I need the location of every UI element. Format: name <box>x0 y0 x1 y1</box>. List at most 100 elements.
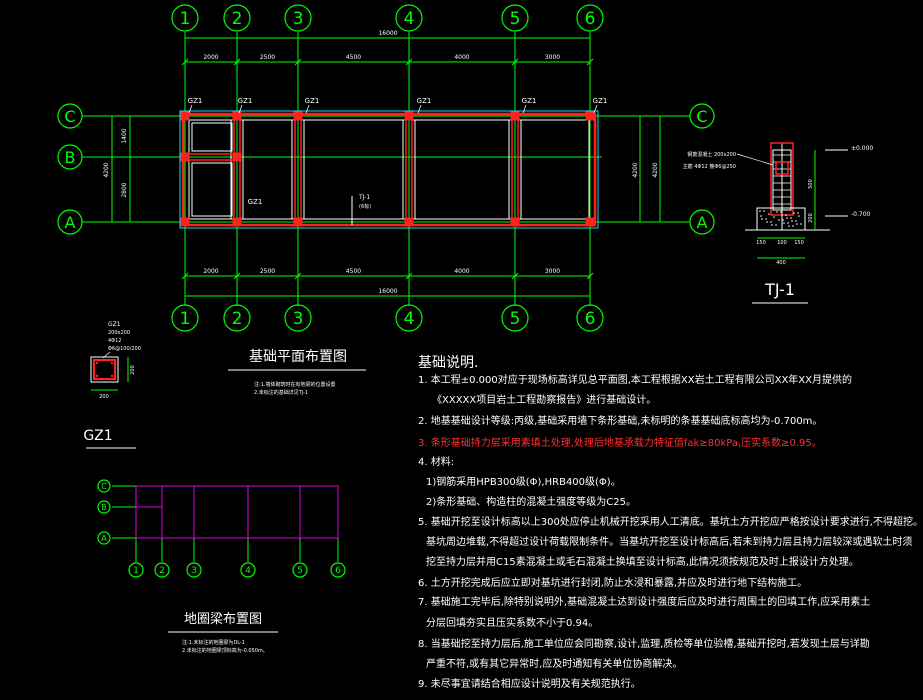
column-marker-1 <box>232 111 242 121</box>
plan-top-axis-4-bubble <box>395 4 423 32</box>
note-line-11: 7. 基础施工完毕后,除特别说明外,基础混凝土达到设计强度后应及时进行周围土的回… <box>418 597 871 608</box>
gb-axis-A-bubble <box>97 531 111 545</box>
column-marker-10 <box>510 217 520 227</box>
top-dim-4: 3000 <box>545 54 560 61</box>
plan-top-axis-1-label: 1 <box>180 9 191 29</box>
tj1-bdim-1: 100 <box>777 240 787 246</box>
column-marker-11 <box>585 217 595 227</box>
gb-title: 地圈梁布置图 <box>184 612 262 627</box>
tj1-leader <box>736 153 774 166</box>
column-marker-8 <box>293 217 303 227</box>
tj1-column-core <box>775 161 789 175</box>
gb-axis-x-1-bubble <box>128 562 144 578</box>
column-marker-9 <box>404 217 414 227</box>
gb-axis-x-5-label: 5 <box>297 566 303 576</box>
room-0 <box>242 119 293 220</box>
plan-top-axis-6-bubble <box>576 4 604 32</box>
tj1-bdim-2: 150 <box>794 240 804 246</box>
column-tag-5: GZ1 <box>593 97 608 105</box>
column-marker-0 <box>180 111 190 121</box>
note-line-12: 分层回填夯实且压实系数不小于0.94。 <box>426 618 599 629</box>
gz1-dim-w: 200 <box>99 394 109 400</box>
plan-left-axis-B-bubble <box>57 144 83 170</box>
tj1-concrete-dot <box>761 218 763 220</box>
note-line-2: 2. 地基基础设计等级:丙级,基础采用墙下条形基础,未标明的条基基础底标高均为-… <box>418 416 823 427</box>
top-dim-2: 4500 <box>346 54 361 61</box>
tj1-concrete-dot <box>775 224 777 226</box>
tj1-concrete-dot <box>760 215 762 217</box>
note-line-7: 5. 基础开挖至设计标高以上300处应停止机械开挖采用人工清底。基坑土方开挖应严… <box>418 517 923 528</box>
tj1-label-1: 钢筋混凝土 200x200 <box>687 151 736 158</box>
plan-left-axis-A-bubble <box>57 209 83 235</box>
gz1-text-3: 4Φ12 <box>108 338 121 344</box>
column-tag-0: GZ1 <box>188 97 203 105</box>
tj1-concrete-dot <box>773 216 775 218</box>
plan-left-axis-C-label: C <box>64 107 75 126</box>
tj1-concrete-dot <box>795 220 797 222</box>
tj1-concrete-dot <box>781 214 783 216</box>
foundation-outline <box>179 110 599 229</box>
plan-bottom-axis-6-bubble <box>576 304 604 332</box>
column-marker-3 <box>404 111 414 121</box>
outer-wall-red <box>181 112 597 227</box>
gz1-rebar-2 <box>95 374 99 378</box>
plan-bottom-axis-4-bubble <box>395 304 423 332</box>
gb-axis-A-label: A <box>101 534 107 543</box>
tj1-width-dim: 400 <box>776 260 786 266</box>
plan-title: 基础平面布置图 <box>249 348 347 365</box>
right-dim-1: 4200 <box>652 162 659 177</box>
bottom-dim-3: 4000 <box>454 268 469 275</box>
top-total-dim: 16000 <box>378 30 397 37</box>
gb-axis-x-6-label: 6 <box>335 566 341 576</box>
gb-axis-x-2-bubble <box>154 562 170 578</box>
tj1-concrete-dot <box>797 212 799 214</box>
gb-axis-C-bubble <box>97 479 111 493</box>
column-tag-1: GZ1 <box>238 97 253 105</box>
top-dim-tick-5 <box>586 58 594 66</box>
note-line-0: 1. 本工程±0.000对应于现场标高详见总平面图,本工程根据XX岩土工程有限公… <box>418 375 853 386</box>
plan-top-axis-2-label: 2 <box>232 9 243 29</box>
plan-bottom-axis-1-label: 1 <box>180 309 191 329</box>
right-dim-0: 4200 <box>632 162 639 177</box>
gb-axis-x-6-bubble <box>330 562 346 578</box>
column-tag-leader-4 <box>522 104 527 114</box>
plan-top-axis-3-label: 3 <box>293 9 304 29</box>
note-line-14: 严重不符,或有其它异常时,应及时通知有关单位协商解决。 <box>426 659 683 670</box>
top-dim-3: 4000 <box>454 54 469 61</box>
plan-right-axis-C-bubble <box>689 103 715 129</box>
plan-left-axis-C-bubble <box>57 103 83 129</box>
column-tag-4: GZ1 <box>522 97 537 105</box>
gz1-text-1: GZ1 <box>108 321 121 328</box>
gz1-section-outline <box>90 356 119 383</box>
column-tag-leader-1 <box>238 104 243 114</box>
plan-top-axis-2-bubble <box>223 4 251 32</box>
tj1-concrete-dot <box>787 222 789 224</box>
gb-axis-B-bubble <box>97 500 111 514</box>
plan-left-axis-A-label: A <box>65 213 76 232</box>
plan-subnote-1: 2.未标注的基础详见TJ-1 <box>254 389 308 396</box>
top-dim-0: 2000 <box>203 54 218 61</box>
tj1-concrete-dot <box>786 217 788 219</box>
column-tag-3: GZ1 <box>417 97 432 105</box>
tj1-concrete-dot <box>763 210 765 212</box>
gb-axis-x-3-label: 3 <box>191 566 197 576</box>
note-line-4: 4. 材料: <box>418 457 455 468</box>
tj1-concrete-dot <box>778 219 780 221</box>
top-dim-tick-2 <box>294 58 302 66</box>
gb-axis-x-4-label: 4 <box>245 566 251 576</box>
gz1-rebar-3 <box>110 374 114 378</box>
gb-subnote-1: 2.未标注的地圈梁顶标高为-0.050m。 <box>182 647 268 654</box>
tj1-title: TJ-1 <box>764 280 795 299</box>
tj1-concrete-dot <box>782 219 784 221</box>
column-marker-12 <box>180 152 190 162</box>
plan-top-axis-6-label: 6 <box>585 9 596 29</box>
plan-left-axis-B-label: B <box>65 148 76 167</box>
plan-bottom-axis-6-label: 6 <box>585 309 596 329</box>
tj1-concrete-dot <box>780 211 782 213</box>
tj1-concrete-dot <box>783 222 785 224</box>
room-small-top <box>191 122 233 152</box>
room-2 <box>414 119 510 220</box>
plan-right-axis-C-label: C <box>696 107 707 126</box>
gb-axis-x-4-bubble <box>240 562 256 578</box>
